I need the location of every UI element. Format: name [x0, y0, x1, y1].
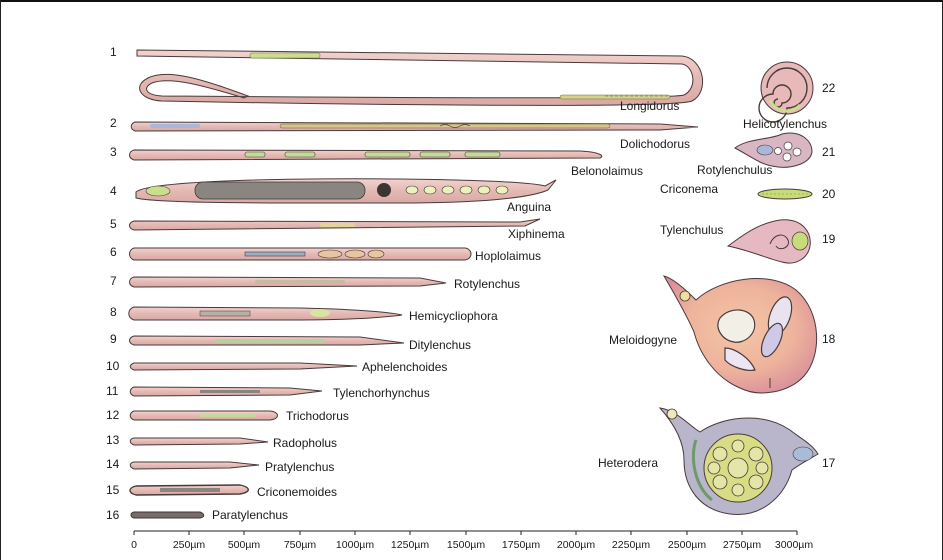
- label-paratylenchus: Paratylenchus: [212, 508, 288, 522]
- label-number-17: 17: [822, 456, 836, 470]
- scale-tick-label: 250µm: [173, 539, 206, 551]
- nematode-aphelenchoides: [129, 362, 358, 371]
- label-criconema: Criconema: [660, 182, 718, 196]
- label-radopholus: Radopholus: [273, 436, 337, 450]
- label-rotylenchus: Rotylenchus: [454, 277, 520, 291]
- label-number-19: 19: [822, 232, 836, 246]
- label-hoplolaimus: Hoplolaimus: [475, 249, 541, 263]
- label-number-13: 13: [106, 433, 120, 447]
- scale-tick-label: 750µm: [284, 539, 317, 551]
- label-number-20: 20: [822, 187, 836, 201]
- scale-tick-labels: 0 250µm 500µm 750µm 1000µm 1250µm 1500µm…: [131, 539, 813, 551]
- left-border: [0, 0, 1, 560]
- label-tylenchulus: Tylenchulus: [660, 223, 723, 237]
- nematode-dolichodorus: [130, 121, 699, 132]
- label-number-15: 15: [106, 483, 120, 497]
- label-number-9: 9: [110, 332, 117, 346]
- scale-tick-label: 2000µm: [557, 539, 595, 551]
- top-border: [0, 0, 943, 2]
- nematode-xiphinema: [129, 218, 541, 231]
- nematode-criconemoides: [129, 484, 249, 496]
- nematode-heterodera: [658, 407, 819, 515]
- scale-tick-label: 1750µm: [502, 539, 540, 551]
- nematode-meloidogyne: [662, 275, 818, 394]
- nematode-tylenchulus: [726, 219, 811, 264]
- scale-tick-label: 1000µm: [336, 539, 374, 551]
- label-number-7: 7: [110, 274, 117, 288]
- nematode-hemicycliophora: [128, 306, 403, 321]
- scale-tick-label: 2750µm: [723, 539, 761, 551]
- label-criconemoides: Criconemoides: [257, 485, 337, 499]
- scale-tick-label: 2250µm: [612, 539, 650, 551]
- label-rotylenchulus: Rotylenchulus: [697, 163, 772, 177]
- scale-tick-label: 0: [131, 539, 137, 551]
- left-numbers: 1 2 3 4 5 6 7 8 9 10 11 12 13 14 15 16: [106, 45, 120, 522]
- label-number-5: 5: [110, 217, 117, 231]
- label-number-16: 16: [106, 508, 120, 522]
- label-hemicycliophora: Hemicycliophora: [409, 309, 498, 323]
- nematode-rotylenchus: [129, 276, 447, 288]
- label-number-10: 10: [106, 359, 120, 373]
- nematode-trichodorus: [129, 410, 278, 421]
- label-number-8: 8: [110, 305, 117, 319]
- label-number-22: 22: [822, 81, 836, 95]
- nematode-rotylenchulus: [734, 132, 813, 168]
- scale-tick-label: 1500µm: [447, 539, 485, 551]
- scale-bar: 0 250µm 500µm 750µm 1000µm 1250µm 1500µm…: [131, 530, 813, 551]
- species-names: Longidorus Dolichodorus Belonolaimus Ang…: [212, 99, 827, 522]
- label-helicotylenchus: Helicotylenchus: [743, 117, 827, 131]
- nematode-hoplolaimus: [129, 247, 472, 261]
- nematode-paratylenchus: [130, 511, 205, 519]
- label-belonolaimus: Belonolaimus: [571, 164, 643, 178]
- label-number-11: 11: [106, 384, 119, 398]
- label-number-18: 18: [822, 332, 836, 346]
- label-number-3: 3: [110, 145, 117, 159]
- nematode-ditylenchus: [129, 335, 405, 346]
- label-number-6: 6: [110, 245, 117, 259]
- scale-tick-label: 2500µm: [668, 539, 706, 551]
- label-number-2: 2: [110, 116, 117, 130]
- label-xiphinema: Xiphinema: [508, 227, 565, 241]
- label-number-12: 12: [106, 408, 120, 422]
- label-number-21: 21: [822, 145, 836, 159]
- scale-tick-label: 500µm: [228, 539, 261, 551]
- scale-tick-label: 3000µm: [775, 539, 813, 551]
- label-anguina: Anguina: [507, 200, 551, 214]
- label-number-14: 14: [106, 457, 120, 471]
- scale-ticks: [133, 531, 798, 535]
- nematode-anguina: [135, 178, 557, 204]
- label-trichodorus: Trichodorus: [286, 409, 349, 423]
- label-dolichodorus: Dolichodorus: [620, 137, 690, 151]
- nematode-tylenchorhynchus: [129, 386, 323, 397]
- right-numbers: 17 18 19 20 21 22: [822, 81, 836, 470]
- label-number-4: 4: [110, 184, 117, 198]
- label-pratylenchus: Pratylenchus: [265, 460, 334, 474]
- nematode-longidorus: [136, 49, 703, 106]
- nematode-belonolaimus: [129, 149, 603, 161]
- nematode-pratylenchus: [129, 461, 260, 470]
- label-longidorus: Longidorus: [620, 99, 679, 113]
- label-aphelenchoides: Aphelenchoides: [362, 360, 447, 374]
- nematode-helicotylenchus: [758, 61, 814, 123]
- nematode-radopholus: [129, 437, 269, 446]
- nematode-criconema: [757, 188, 813, 200]
- label-meloidogyne: Meloidogyne: [609, 333, 677, 347]
- label-heterodera: Heterodera: [598, 456, 658, 470]
- scale-tick-label: 1250µm: [391, 539, 429, 551]
- label-ditylenchus: Ditylenchus: [409, 338, 471, 352]
- label-tylenchorhynchus: Tylenchorhynchus: [333, 386, 430, 400]
- label-number-1: 1: [110, 45, 117, 59]
